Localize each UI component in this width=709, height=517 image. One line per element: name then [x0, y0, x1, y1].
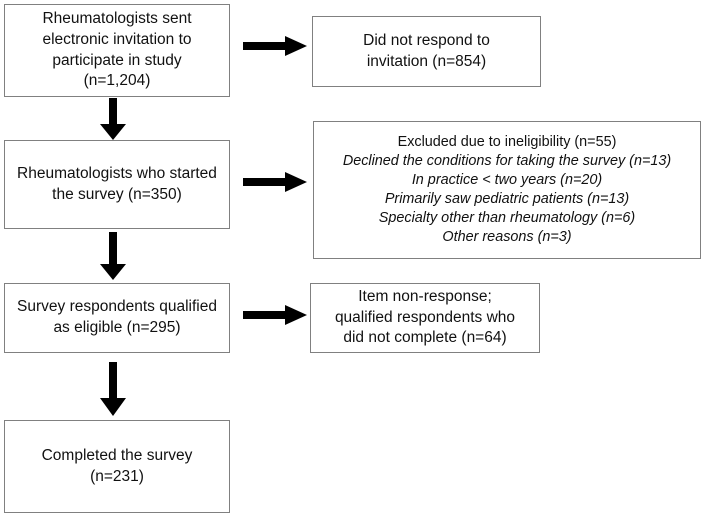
arrow-down-icon [100, 232, 126, 280]
node-line: Did not respond to [363, 31, 490, 49]
node-rheumatologists-invited: Rheumatologists sent electronic invitati… [4, 4, 230, 97]
excluded-reason: In practice < two years (n=20) [411, 171, 603, 188]
node-line: Survey respondents qualified [17, 298, 217, 316]
arrow-down-icon [100, 98, 126, 140]
arrow-right-icon [243, 36, 307, 56]
arrow-right-icon [243, 172, 307, 192]
node-text: Did not respond to invitation (n=854) [313, 31, 540, 72]
excluded-reason: Declined the conditions for taking the s… [342, 152, 672, 169]
node-line: electronic invitation to [42, 30, 192, 48]
node-text: Item non-response; qualified respondents… [311, 287, 539, 349]
node-line: (n=1,204) [83, 72, 151, 90]
node-line: did not complete (n=64) [343, 329, 507, 347]
node-line: (n=231) [90, 467, 144, 485]
node-did-not-respond: Did not respond to invitation (n=854) [312, 16, 541, 87]
node-line: participate in study [52, 51, 182, 69]
node-completed-survey: Completed the survey (n=231) [4, 420, 230, 513]
excluded-reason: Specialty other than rheumatology (n=6) [378, 210, 636, 227]
excluded-heading: Excluded due to ineligibility (n=55) [397, 133, 617, 150]
node-item-non-response: Item non-response; qualified respondents… [310, 283, 540, 353]
node-line: Rheumatologists sent [42, 10, 192, 28]
arrow-down-icon [100, 362, 126, 416]
node-line: Item non-response; [358, 288, 492, 306]
node-line: qualified respondents who [334, 308, 516, 326]
node-line: Completed the survey [41, 446, 193, 464]
node-line: as eligible (n=295) [53, 319, 181, 336]
node-line: Rheumatologists who started [17, 164, 217, 182]
node-text: Rheumatologists sent electronic invitati… [5, 9, 229, 91]
excluded-reason: Primarily saw pediatric patients (n=13) [384, 191, 630, 207]
node-line: the survey (n=350) [52, 185, 182, 203]
node-excluded-ineligible: Excluded due to ineligibility (n=55) Dec… [313, 121, 701, 259]
node-text: Completed the survey (n=231) [5, 446, 229, 487]
node-text: Excluded due to ineligibility (n=55) Dec… [314, 133, 700, 248]
node-text: Survey respondents qualified as eligible… [5, 297, 229, 338]
node-qualified-eligible: Survey respondents qualified as eligible… [4, 283, 230, 353]
arrow-right-icon [243, 305, 307, 325]
node-text: Rheumatologists who started the survey (… [5, 164, 229, 205]
excluded-reason: Other reasons (n=3) [442, 229, 572, 246]
node-line: invitation (n=854) [366, 52, 487, 70]
node-started-survey: Rheumatologists who started the survey (… [4, 140, 230, 229]
